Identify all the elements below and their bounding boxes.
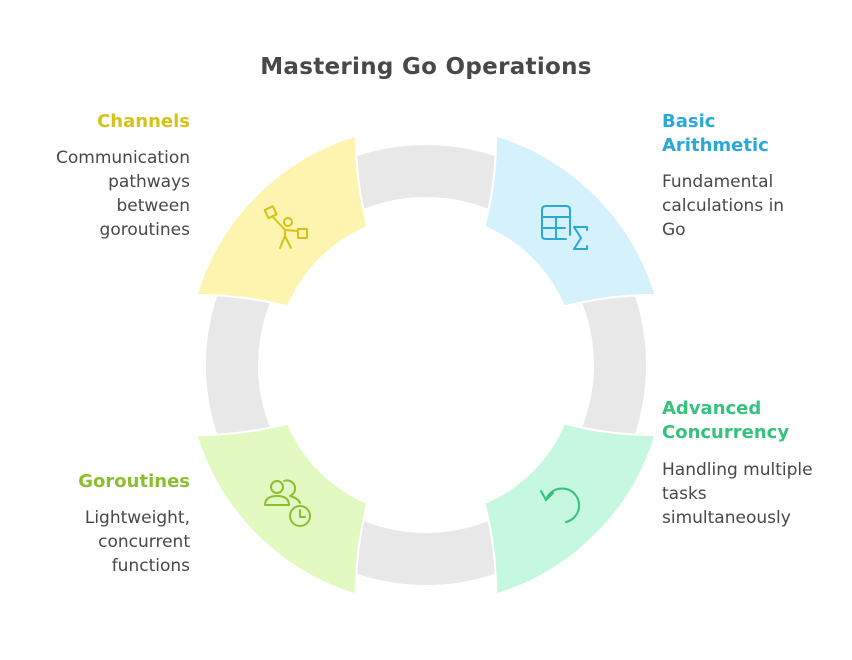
users-clock-icon — [264, 479, 311, 527]
item-label-advanced-concurrency: Advanced Concurrency — [662, 398, 790, 443]
segment-channels — [195, 134, 369, 308]
item-description-channels: Communication pathways between goroutine… — [56, 148, 190, 240]
item-description-goroutines: Lightweight, concurrent functions — [84, 508, 190, 576]
diagram-title: Mastering Go Operations — [260, 54, 592, 80]
rotate-ccw-icon — [540, 487, 581, 523]
item-label-basic-arithmetic: Basic Arithmetic — [662, 111, 769, 156]
item-description-basic-arithmetic: Fundamental calculations in Go — [662, 172, 785, 240]
table-sigma-icon — [541, 205, 588, 250]
item-label-goroutines: Goroutines — [78, 471, 190, 492]
person-carrying-boxes-icon — [263, 205, 308, 249]
item-description-advanced-concurrency: Handling multiple tasks simultaneously — [662, 460, 813, 528]
segment-goroutines — [195, 422, 369, 596]
segment-advanced-concurrency — [483, 422, 657, 596]
item-label-channels: Channels — [97, 111, 190, 132]
